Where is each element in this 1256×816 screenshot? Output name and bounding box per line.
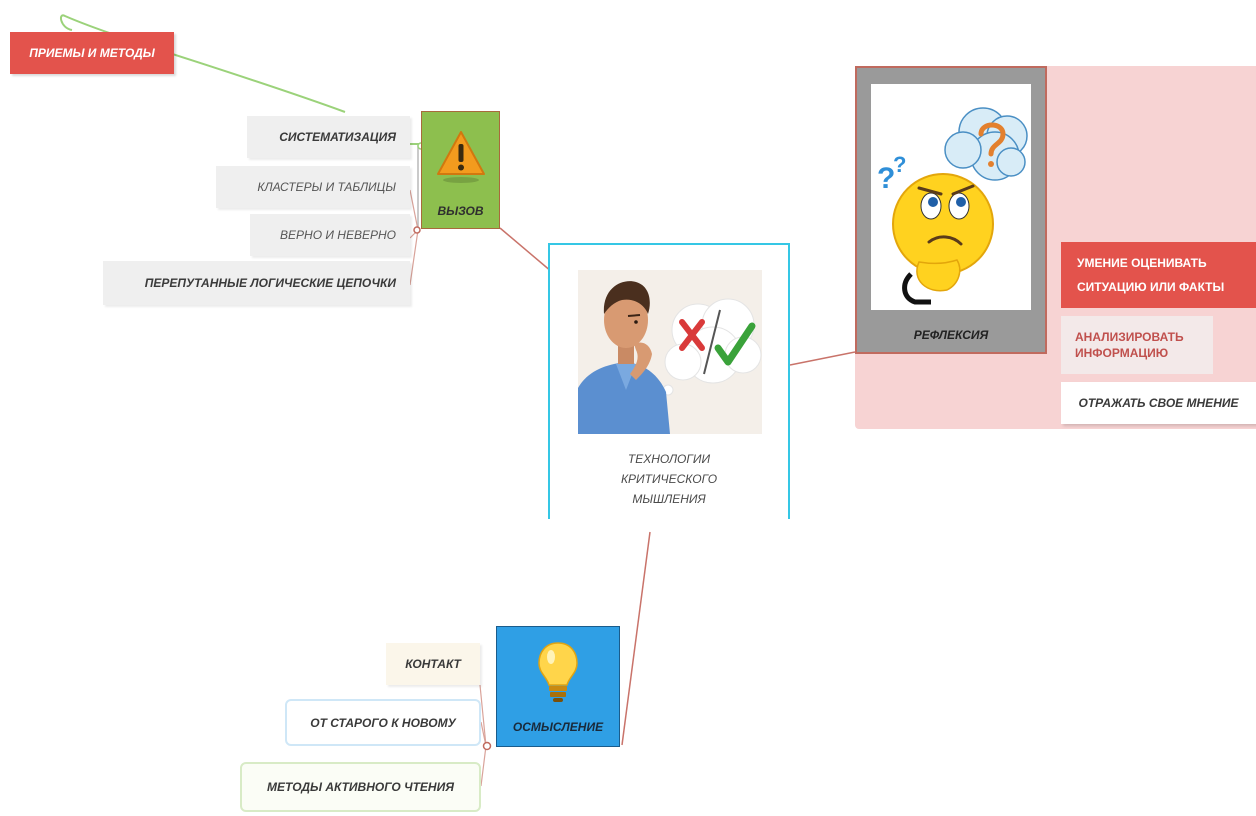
center-node[interactable]: ТЕХНОЛОГИИ КРИТИЧЕСКОГО МЫШЛЕНИЯ [548, 243, 790, 519]
warning-icon [437, 131, 485, 183]
refleksiya-item-umenie-ocenivat[interactable]: УМЕНИЕ ОЦЕНИВАТЬ СИТУАЦИЮ ИЛИ ФАКТЫ [1061, 242, 1256, 308]
osmyslenie-item-kontakt[interactable]: КОНТАКТ [386, 643, 480, 685]
osmyslenie-node[interactable]: ОСМЫСЛЕНИЕ [496, 626, 620, 747]
refleksiya-node[interactable]: ? ? РЕФЛЕКСИЯ [855, 66, 1047, 354]
thinking-man-illustration [578, 270, 762, 434]
refleksiya-label: РЕФЛЕКСИЯ [913, 328, 989, 342]
refleksiya-item-line: АНАЛИЗИРОВАТЬ [1075, 330, 1184, 344]
priemy-i-metody-node[interactable]: ПРИЕМЫ И МЕТОДЫ [10, 32, 174, 74]
vyzov-item-pereputannye[interactable]: ПЕРЕПУТАННЫЕ ЛОГИЧЕСКИЕ ЦЕПОЧКИ [103, 261, 410, 305]
refleksiya-item-line: УМЕНИЕ ОЦЕНИВАТЬ [1077, 256, 1207, 270]
center-title-line: КРИТИЧЕСКОГО [620, 472, 718, 486]
vyzov-label: ВЫЗОВ [437, 204, 484, 218]
vyzov-item-klastery[interactable]: КЛАСТЕРЫ И ТАБЛИЦЫ [216, 166, 410, 208]
svg-text:?: ? [893, 152, 906, 177]
osmyslenie-label: ОСМЫСЛЕНИЕ [512, 720, 604, 734]
osmyslenie-item-ot-starogo[interactable]: ОТ СТАРОГО К НОВОМУ [285, 699, 481, 746]
refleksiya-image: ? ? [871, 84, 1031, 310]
vyzov-node[interactable]: ВЫЗОВ [421, 111, 500, 229]
refleksiya-item-otrazhat-mnenie[interactable]: ОТРАЖАТЬ СВОЕ МНЕНИЕ [1061, 382, 1256, 424]
svg-text:?: ? [877, 162, 895, 195]
osmyslenie-item-metody-chteniya[interactable]: МЕТОДЫ АКТИВНОГО ЧТЕНИЯ [240, 762, 481, 812]
refleksiya-item-line: ИНФОРМАЦИЮ [1075, 346, 1169, 360]
center-title-line: МЫШЛЕНИЯ [632, 492, 706, 506]
thinking-emoji-icon: ? ? [877, 107, 1028, 305]
refleksiya-item-line: СИТУАЦИЮ ИЛИ ФАКТЫ [1077, 280, 1225, 294]
vyzov-item-verno-neverno[interactable]: ВЕРНО И НЕВЕРНО [250, 214, 410, 256]
refleksiya-item-analizirovat[interactable]: АНАЛИЗИРОВАТЬ ИНФОРМАЦИЮ [1061, 316, 1213, 374]
center-title: ТЕХНОЛОГИИ КРИТИЧЕСКОГО МЫШЛЕНИЯ [550, 449, 788, 509]
lightbulb-icon [538, 642, 578, 702]
refleksiya-item-line: ОТРАЖАТЬ СВОЕ МНЕНИЕ [1078, 396, 1239, 410]
vyzov-item-sistematizaciya[interactable]: СИСТЕМАТИЗАЦИЯ [247, 116, 410, 158]
center-title-line: ТЕХНОЛОГИИ [627, 452, 711, 466]
